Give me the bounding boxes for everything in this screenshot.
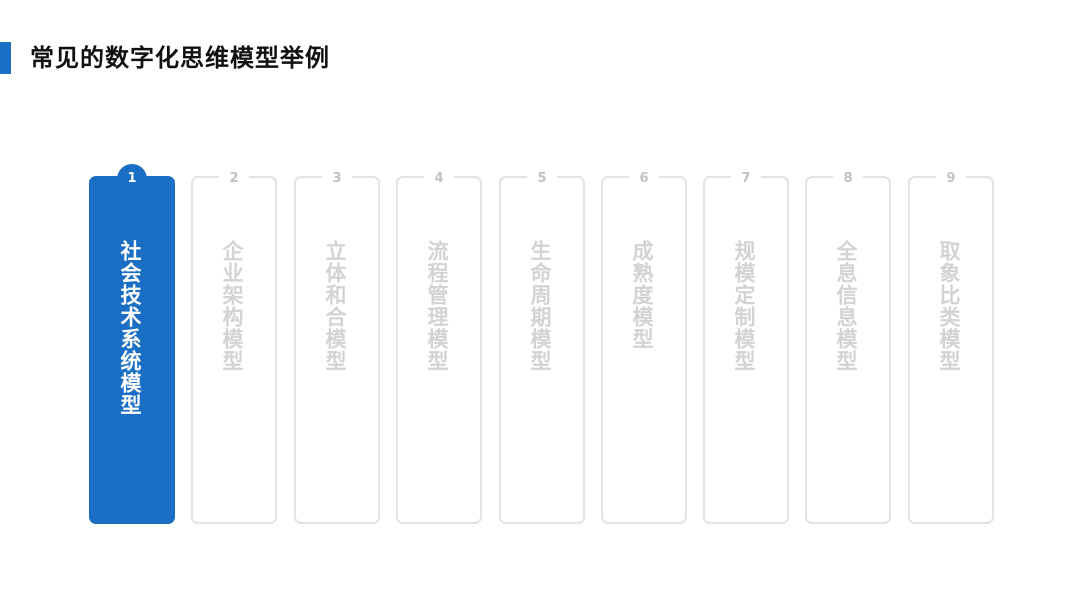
model-card-9[interactable]: 9 取象比类模型 xyxy=(908,164,994,524)
card-number-badge: 1 xyxy=(117,164,147,194)
model-card-3[interactable]: 3 立体和合模型 xyxy=(294,164,380,524)
card-label: 全息信息模型 xyxy=(834,240,858,372)
card-label: 生命周期模型 xyxy=(528,240,552,372)
card-number-badge: 4 xyxy=(424,164,454,194)
card-label: 流程管理模型 xyxy=(425,240,449,372)
card-number-badge: 3 xyxy=(322,164,352,194)
card-label: 企业架构模型 xyxy=(220,240,244,372)
card-label: 立体和合模型 xyxy=(323,240,347,372)
card-number-badge: 7 xyxy=(731,164,761,194)
card-number-badge: 5 xyxy=(527,164,557,194)
card-number-badge: 9 xyxy=(936,164,966,194)
model-card-2[interactable]: 2 企业架构模型 xyxy=(191,164,277,524)
model-card-7[interactable]: 7 规模定制模型 xyxy=(703,164,789,524)
model-card-6[interactable]: 6 成熟度模型 xyxy=(601,164,687,524)
card-label: 规模定制模型 xyxy=(732,240,756,372)
model-card-5[interactable]: 5 生命周期模型 xyxy=(499,164,585,524)
card-label: 社会技术系统模型 xyxy=(118,240,142,416)
model-card-4[interactable]: 4 流程管理模型 xyxy=(396,164,482,524)
model-card-1[interactable]: 1 社会技术系统模型 xyxy=(89,164,175,524)
model-card-8[interactable]: 8 全息信息模型 xyxy=(805,164,891,524)
card-number-badge: 6 xyxy=(629,164,659,194)
card-label: 取象比类模型 xyxy=(937,240,961,372)
card-number-badge: 2 xyxy=(219,164,249,194)
page-title: 常见的数字化思维模型举例 xyxy=(30,44,330,72)
title-accent-bar xyxy=(0,42,11,74)
card-label: 成熟度模型 xyxy=(630,240,654,350)
card-number-badge: 8 xyxy=(833,164,863,194)
